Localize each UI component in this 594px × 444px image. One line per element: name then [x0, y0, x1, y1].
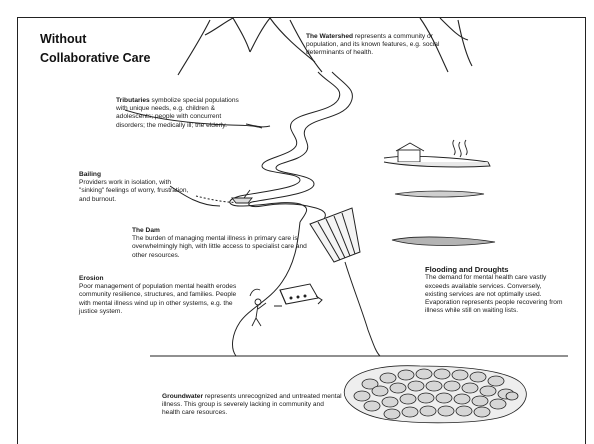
house-icon [384, 143, 490, 167]
dam-icon [310, 208, 360, 262]
erosion-heading: Erosion [79, 275, 241, 283]
title-line-2: Collaborative Care [40, 49, 150, 68]
erosion-house-icon [274, 284, 322, 306]
groundwater-caption: Groundwater represents unrecognized and … [162, 393, 342, 418]
bailing-heading: Bailing [79, 171, 191, 179]
evaporation-icon [453, 140, 467, 157]
groundwater-rocks-icon [344, 366, 526, 423]
flooding-body: The demand for mental health care vastly… [425, 274, 562, 314]
erosion-caption: Erosion Poor management of population me… [79, 275, 241, 316]
dam-heading: The Dam [132, 227, 310, 235]
tributaries-caption: Tributaries symbolize special population… [116, 97, 248, 130]
slide-title: Without Collaborative Care [40, 30, 150, 68]
watershed-caption: The Watershed represents a community or … [306, 33, 456, 58]
drought-icon [392, 191, 495, 246]
flooding-heading: Flooding and Droughts [425, 265, 565, 274]
tributaries-lead: Tributaries [116, 97, 150, 104]
flooding-caption: Flooding and Droughts The demand for men… [425, 265, 565, 315]
boat-icon [232, 190, 252, 203]
dam-body: The burden of managing mental illness in… [132, 235, 307, 258]
bailing-caption: Bailing Providers work in isolation, wit… [79, 171, 191, 204]
title-line-1: Without [40, 30, 150, 49]
groundwater-lead: Groundwater [162, 393, 203, 400]
erosion-body: Poor management of population mental hea… [79, 283, 236, 315]
dam-caption: The Dam The burden of managing mental il… [132, 227, 310, 260]
person-icon [250, 289, 266, 326]
watershed-lead: The Watershed [306, 33, 353, 40]
bailing-body: Providers work in isolation, with "sinki… [79, 179, 188, 202]
